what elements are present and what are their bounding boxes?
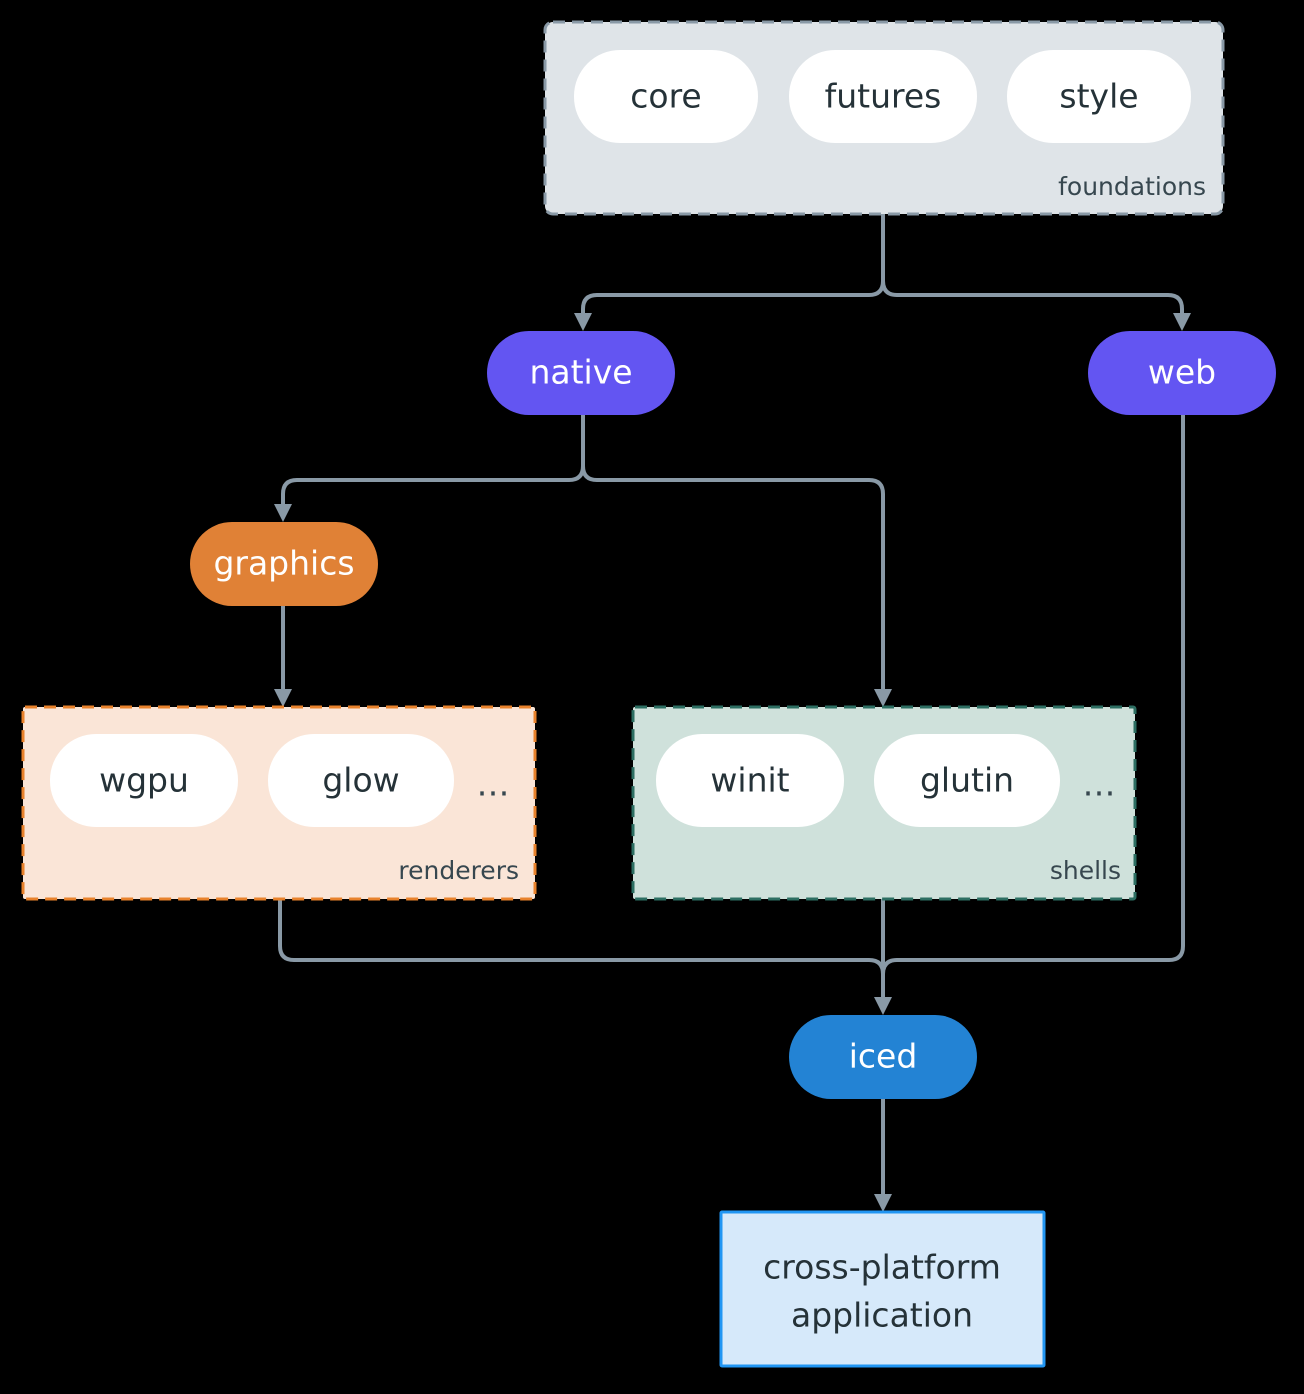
- cluster-shells-label: shells: [1050, 856, 1121, 885]
- arrowhead-application: [874, 1194, 892, 1212]
- node-cross-platform-application[interactable]: cross-platform application: [719, 1210, 1046, 1368]
- node-web-shape: [1088, 331, 1276, 415]
- node-native-label: native: [529, 353, 632, 392]
- node-wgpu-label: wgpu: [99, 761, 189, 800]
- node-iced-shape: [789, 1015, 977, 1099]
- cluster-renderers-label: renderers: [398, 856, 519, 885]
- node-iced[interactable]: iced: [789, 1015, 977, 1099]
- arrowhead-web: [1173, 313, 1191, 331]
- node-futures-shape: [789, 50, 977, 143]
- node-wgpu[interactable]: wgpu: [50, 734, 238, 827]
- arrowhead-shells: [874, 689, 892, 707]
- node-glow[interactable]: glow: [268, 734, 454, 827]
- node-glow-shape: [268, 734, 454, 827]
- node-web-label: web: [1148, 353, 1216, 392]
- edge-iced-to-application: [874, 1097, 892, 1212]
- edges-into-iced: [278, 413, 1185, 1015]
- node-futures-label: futures: [825, 77, 942, 116]
- node-winit-shape: [656, 734, 844, 827]
- node-graphics[interactable]: graphics: [190, 522, 378, 606]
- edge-foundations-to-native-and-web: [574, 212, 1191, 331]
- node-graphics-label: graphics: [213, 544, 354, 583]
- cluster-shells[interactable]: winit glutin … shells: [631, 705, 1137, 901]
- node-native-shape: [487, 331, 675, 415]
- node-glutin-shape: [874, 734, 1060, 827]
- node-style[interactable]: style: [1007, 50, 1191, 143]
- node-core-label: core: [630, 77, 701, 116]
- node-glutin[interactable]: glutin: [874, 734, 1060, 827]
- node-native[interactable]: native: [487, 331, 675, 415]
- node-application-shape: [719, 1210, 1046, 1368]
- arrowhead-iced: [874, 997, 892, 1015]
- arrowhead-graphics: [274, 504, 292, 522]
- node-iced-label: iced: [849, 1037, 918, 1076]
- renderers-ellipsis: …: [477, 765, 512, 804]
- node-application-label-line2: application: [791, 1296, 973, 1335]
- cluster-renderers[interactable]: wgpu glow … renderers: [21, 705, 537, 901]
- node-graphics-shape: [190, 522, 378, 606]
- edge-foundations-to-web: [881, 212, 1184, 320]
- edge-native-to-shells: [581, 413, 885, 696]
- arrowhead-native: [574, 313, 592, 331]
- node-futures[interactable]: futures: [789, 50, 977, 143]
- node-winit-label: winit: [710, 761, 789, 800]
- node-application-label-line1: cross-platform: [763, 1248, 1001, 1287]
- node-wgpu-shape: [50, 734, 238, 827]
- arrowhead-renderers: [274, 689, 292, 707]
- shells-ellipsis: …: [1083, 765, 1118, 804]
- cluster-foundations-label: foundations: [1058, 172, 1206, 201]
- node-style-shape: [1007, 50, 1191, 143]
- node-glutin-label: glutin: [920, 761, 1014, 800]
- edge-graphics-to-renderers: [274, 604, 292, 707]
- node-core-shape: [574, 50, 758, 143]
- node-style-label: style: [1059, 77, 1138, 116]
- edge-native-to-children: [274, 413, 892, 707]
- node-core[interactable]: core: [574, 50, 758, 143]
- node-glow-label: glow: [322, 761, 399, 800]
- node-winit[interactable]: winit: [656, 734, 844, 827]
- node-web[interactable]: web: [1088, 331, 1276, 415]
- cluster-foundations[interactable]: core futures style foundations: [543, 20, 1225, 216]
